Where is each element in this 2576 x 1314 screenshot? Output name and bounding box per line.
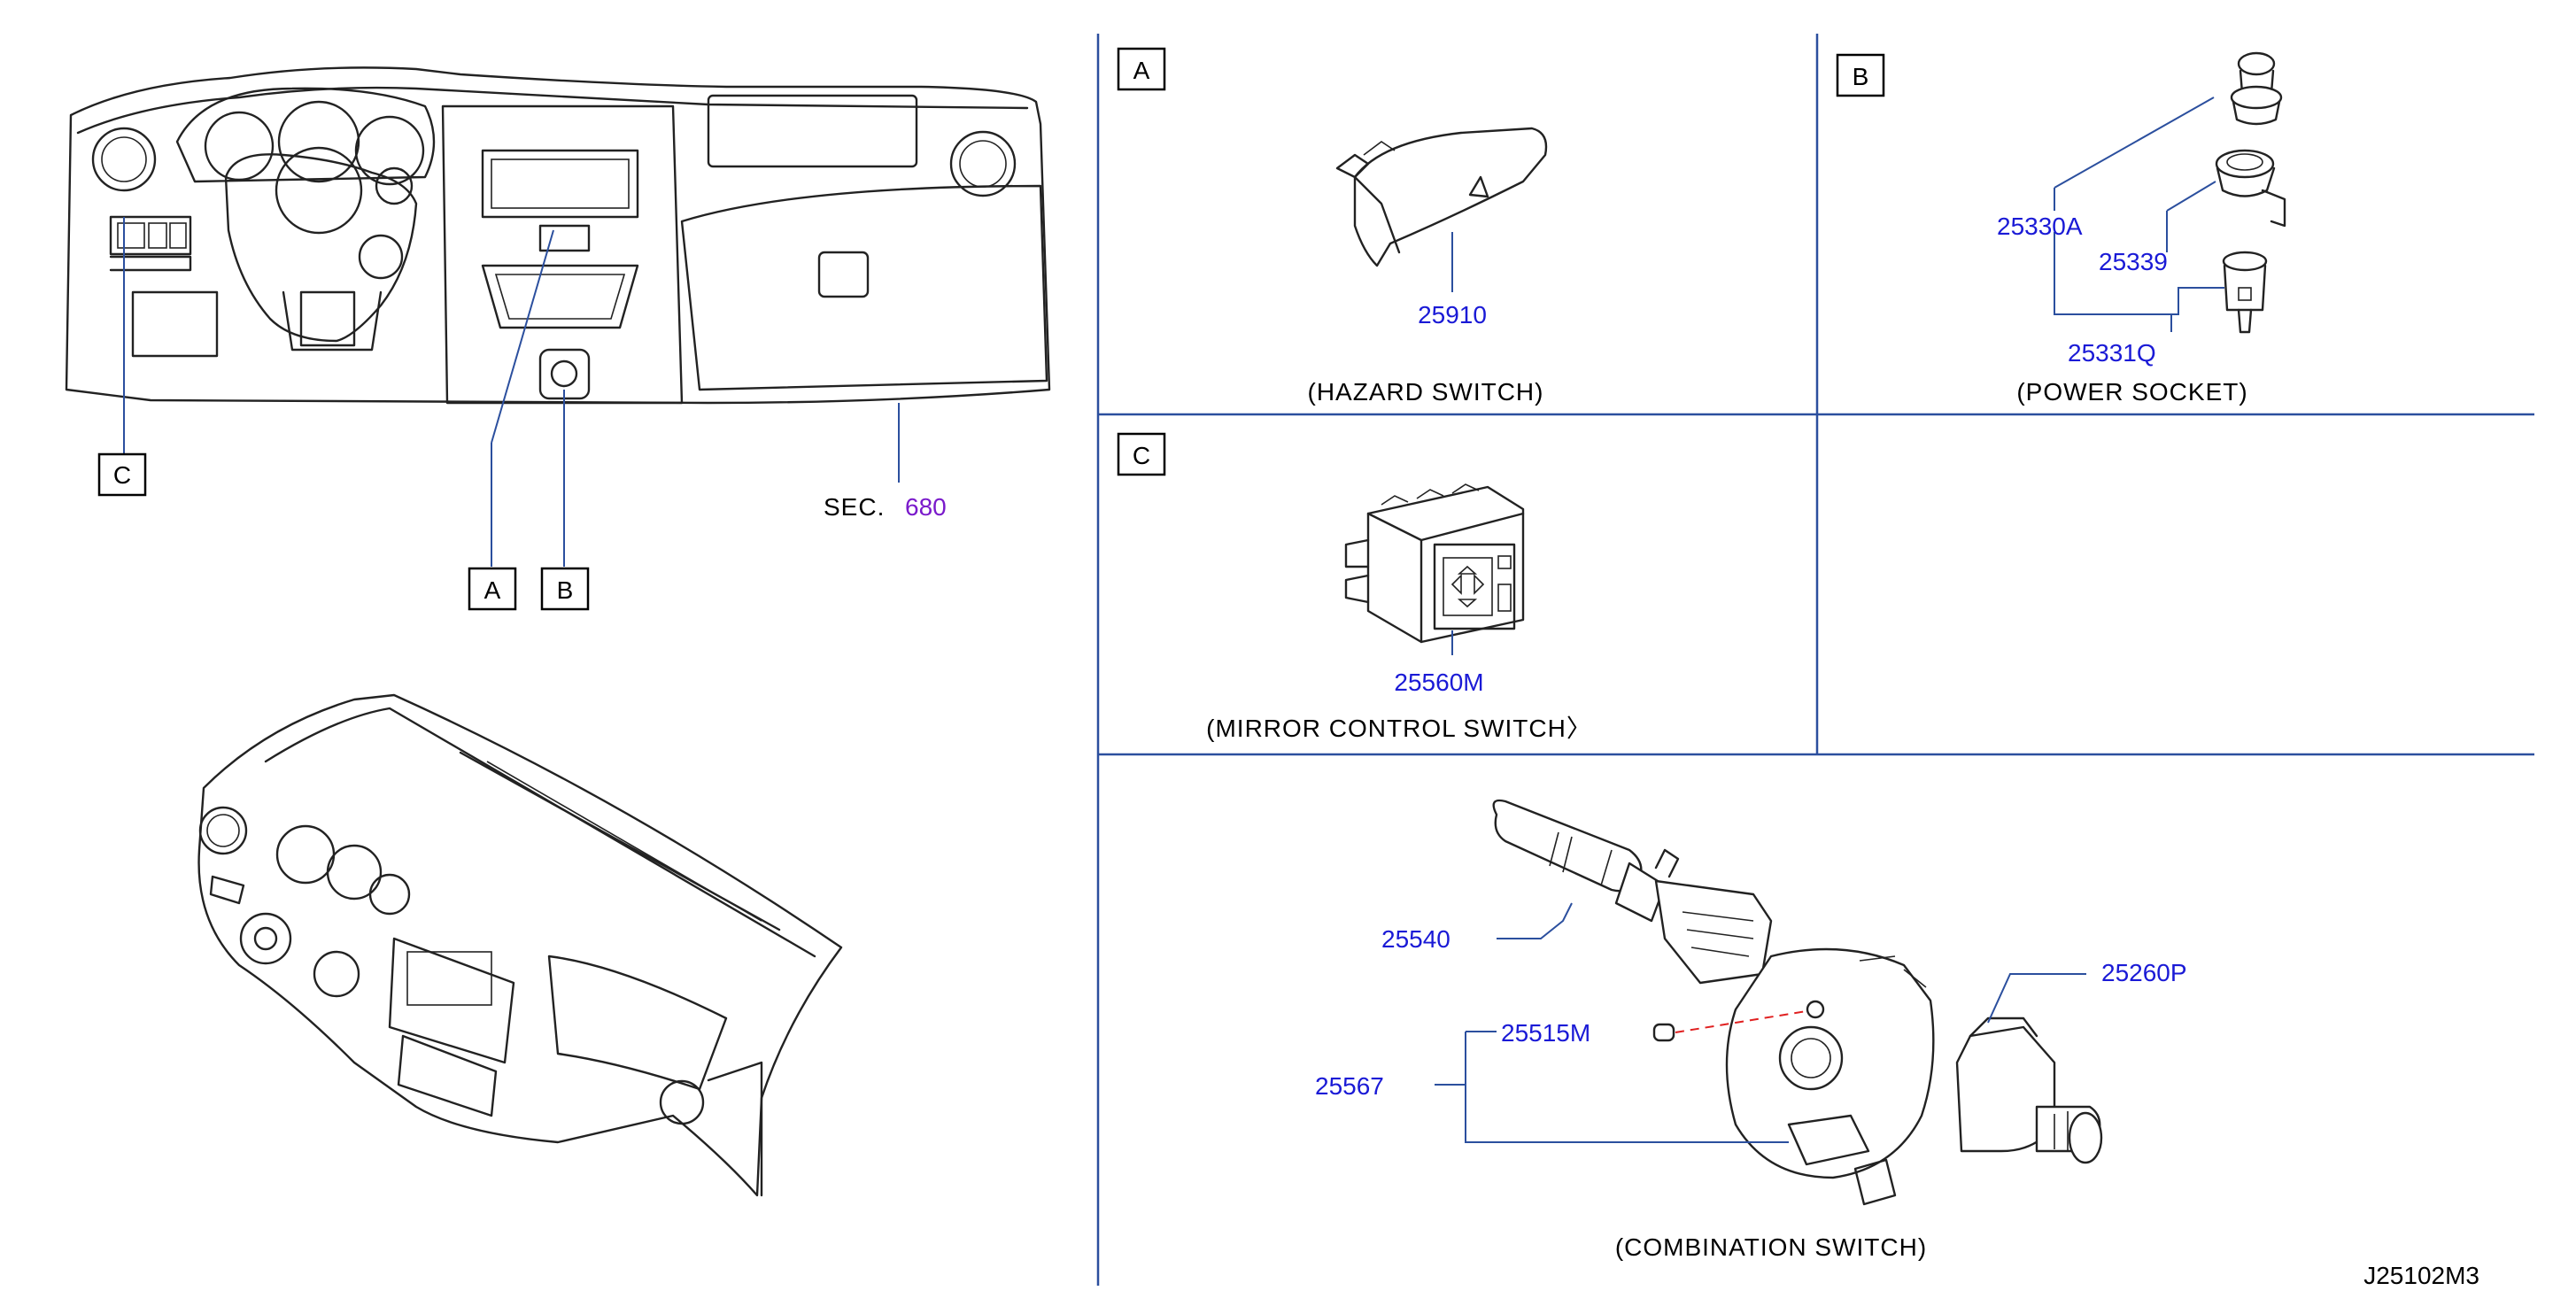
callout-b: B (540, 567, 590, 611)
part-number-25330a: 25330A (1997, 213, 2083, 240)
part-number-25560m: 25560M (1394, 669, 1483, 696)
combination-switch-caption: (COMBINATION SWITCH) (1615, 1233, 1927, 1261)
socket-housing-drawing (2215, 149, 2286, 228)
panel-b-letter: B (1853, 63, 1869, 90)
socket-cap-drawing (2230, 51, 2283, 126)
callout-b-label: B (557, 576, 574, 604)
part-number-25260p: 25260P (2101, 959, 2187, 986)
panel-b: B 25330A 25339 25331Q (POWER SOCKET) (1836, 51, 2286, 406)
socket-insert-drawing (2222, 251, 2268, 334)
panel-c-caption: (MIRROR CONTROL SWITCH〉 (1206, 715, 1592, 742)
wiper-stalk-drawing (1492, 799, 1773, 985)
panel-a: A 25910 (HAZARD SWITCH) (1117, 47, 1548, 406)
mirror-control-switch-drawing (1344, 483, 1525, 644)
panel-a-letter: A (1133, 57, 1150, 84)
clock-spring-drawing (1725, 947, 1935, 1206)
dashboard-front-view (65, 66, 1051, 567)
part-number-25540: 25540 (1381, 925, 1450, 953)
callout-a-label: A (484, 576, 501, 604)
lighting-stalk-drawing (1955, 1016, 2103, 1164)
part-number-25567: 25567 (1315, 1072, 1384, 1100)
panel-a-caption: (HAZARD SWITCH) (1308, 378, 1544, 406)
combination-switch-panel: 25540 25260P 25515M 25567 (COMBINATION S… (1315, 799, 2187, 1261)
part-number-25339: 25339 (2099, 248, 2168, 275)
part-number-25331q: 25331Q (2068, 339, 2156, 367)
panel-c: C 25560M (MIRROR CONTROL SWITCH〉 (1117, 432, 1592, 742)
panel-dividers (1096, 34, 2534, 1286)
section-ref-prefix: SEC. (824, 493, 885, 521)
callout-a: A (468, 567, 517, 611)
section-ref-number: 680 (905, 493, 947, 521)
panel-c-letter: C (1133, 442, 1150, 469)
cap-part-drawing (1652, 1023, 1675, 1042)
dashboard-isometric-view (197, 693, 843, 1197)
part-number-25910: 25910 (1418, 301, 1487, 328)
part-number-25515m: 25515M (1501, 1019, 1590, 1047)
callout-c-label: C (113, 461, 131, 489)
callout-c: C (97, 452, 147, 497)
hazard-switch-drawing (1335, 127, 1548, 267)
panel-b-caption: (POWER SOCKET) (2016, 378, 2247, 406)
section-reference: SEC. 680 (824, 493, 947, 521)
diagram-code: J25102M3 (2363, 1262, 2479, 1289)
